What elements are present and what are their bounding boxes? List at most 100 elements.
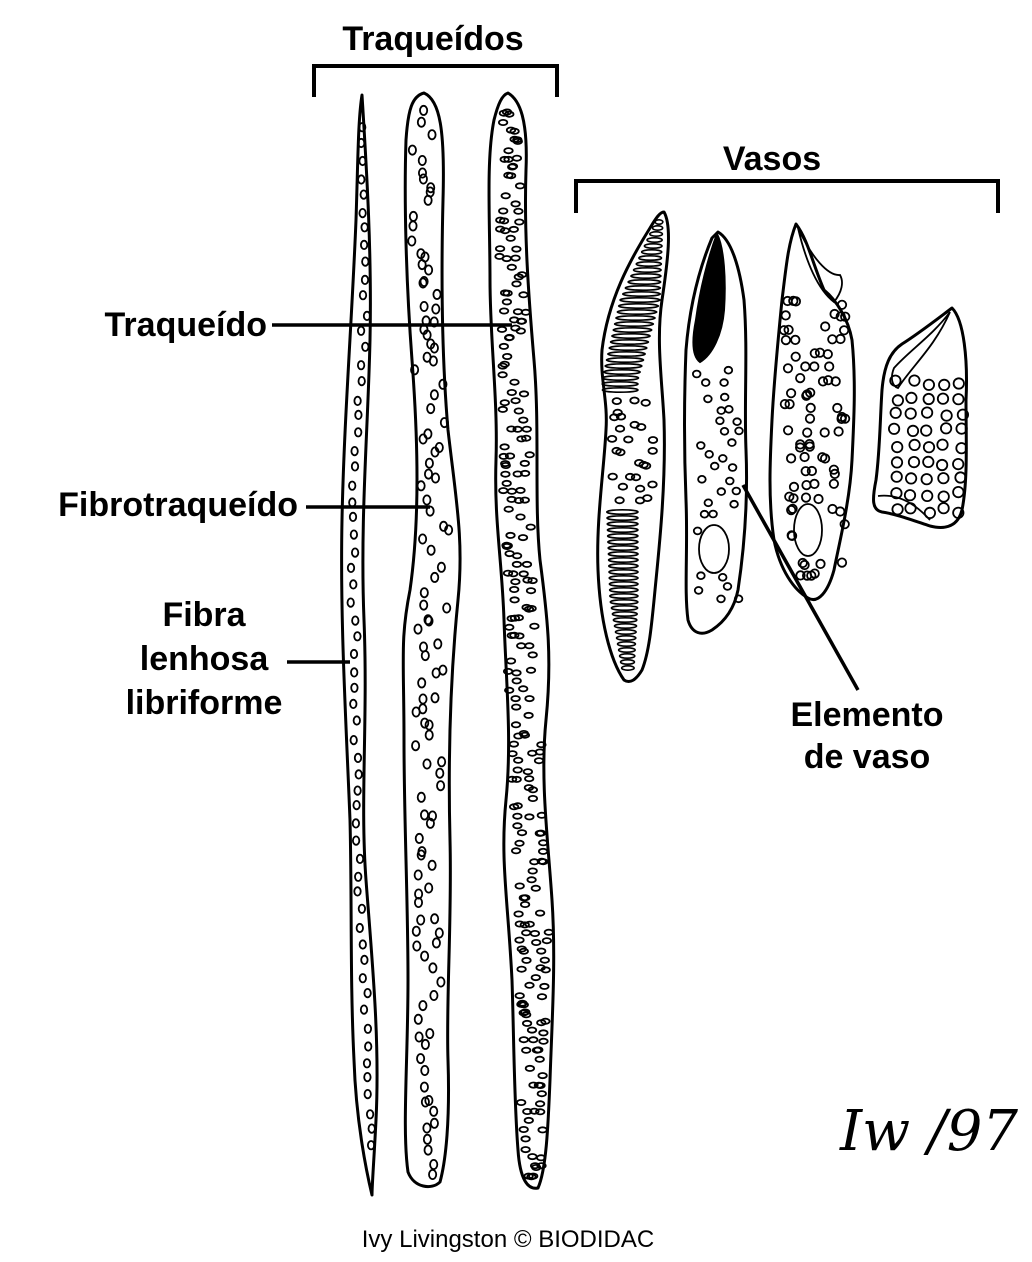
pit-mark xyxy=(436,561,446,573)
pit-mark xyxy=(723,365,734,375)
fibrotracheid-pits xyxy=(407,104,454,1181)
pit-mark xyxy=(432,288,442,300)
pit-mark xyxy=(646,237,663,244)
pit-mark xyxy=(608,586,639,593)
pit-mark xyxy=(890,456,904,469)
pit-mark xyxy=(518,390,530,398)
pit-mark xyxy=(634,496,646,505)
pit-mark xyxy=(508,225,519,233)
pit-mark xyxy=(535,1154,547,1162)
pit-mark xyxy=(420,1065,430,1077)
pit-mark xyxy=(533,757,545,765)
libriform-fiber-cell xyxy=(340,93,379,1197)
pit-mark xyxy=(518,1036,529,1044)
pit-mark xyxy=(512,812,523,820)
pit-mark xyxy=(806,570,817,581)
pit-mark xyxy=(536,741,547,749)
pit-mark xyxy=(635,260,663,267)
pit-mark xyxy=(350,461,360,472)
pit-mark xyxy=(782,363,794,374)
pit-mark xyxy=(606,514,639,521)
pit-mark xyxy=(801,570,813,581)
pit-mark xyxy=(358,973,367,984)
pit-mark xyxy=(515,327,526,335)
pit-mark xyxy=(503,334,515,342)
pit-mark xyxy=(616,640,637,647)
pit-mark xyxy=(523,711,534,719)
pit-mark xyxy=(420,717,430,729)
pit-mark xyxy=(955,442,968,455)
pit-mark xyxy=(908,374,921,387)
pit-mark xyxy=(529,1107,540,1115)
tracheid-pits xyxy=(494,108,554,1181)
pit-mark xyxy=(937,490,950,503)
pit-mark xyxy=(520,1146,531,1154)
pit-mark xyxy=(364,1041,373,1052)
pit-mark xyxy=(614,424,626,433)
pit-mark xyxy=(891,394,905,407)
pit-mark xyxy=(349,529,358,540)
pit-mark xyxy=(353,631,362,642)
pit-mark xyxy=(904,472,918,485)
pit-mark xyxy=(529,622,540,630)
pit-mark xyxy=(827,503,838,515)
pit-mark xyxy=(601,374,640,381)
pit-mark xyxy=(611,446,622,455)
pit-mark xyxy=(612,326,653,333)
pit-mark xyxy=(526,605,537,613)
pit-mark xyxy=(719,378,729,387)
pit-mark xyxy=(800,466,811,477)
pit-mark xyxy=(606,508,639,515)
pit-mark xyxy=(800,492,812,503)
pit-mark xyxy=(609,598,639,605)
pit-mark xyxy=(733,594,744,604)
pit-mark xyxy=(425,1028,435,1040)
pit-mark xyxy=(360,222,369,233)
pit-mark xyxy=(363,987,372,999)
pit-mark xyxy=(355,922,364,934)
pit-mark xyxy=(506,425,517,433)
pit-mark xyxy=(836,557,848,568)
pit-mark xyxy=(367,1123,376,1134)
pit-mark xyxy=(524,642,535,650)
pit-mark xyxy=(520,1135,531,1143)
pit-mark xyxy=(785,453,797,464)
pit-mark xyxy=(348,511,358,523)
pit-mark xyxy=(524,775,535,783)
pit-mark xyxy=(609,338,650,345)
pit-mark xyxy=(510,254,521,262)
pit-mark xyxy=(413,623,423,635)
pit-mark xyxy=(420,650,430,662)
pit-mark xyxy=(431,937,441,949)
pit-mark xyxy=(518,416,529,424)
pit-mark xyxy=(416,1053,426,1065)
pit-mark xyxy=(538,839,549,847)
pit-mark xyxy=(526,1026,538,1034)
pit-mark xyxy=(538,1037,549,1045)
pit-mark xyxy=(417,167,427,179)
pit-mark xyxy=(518,947,529,955)
pit-mark xyxy=(523,1116,534,1124)
pit-mark xyxy=(612,616,638,623)
pit-mark xyxy=(527,577,538,585)
pit-mark xyxy=(511,245,522,253)
pit-mark xyxy=(623,435,634,444)
pit-mark xyxy=(779,398,791,410)
pit-mark xyxy=(530,974,541,982)
pit-mark xyxy=(412,940,422,952)
pit-mark xyxy=(413,1013,423,1025)
pit-mark xyxy=(543,928,554,936)
pit-mark xyxy=(640,398,651,407)
pit-mark xyxy=(511,775,522,783)
pit-mark xyxy=(362,1058,372,1069)
pit-mark xyxy=(437,756,447,768)
pit-mark xyxy=(615,314,656,321)
pit-mark xyxy=(352,799,361,811)
pit-mark xyxy=(424,719,434,731)
pit-mark xyxy=(521,434,532,442)
pit-mark xyxy=(430,571,440,583)
pit-mark xyxy=(426,544,436,556)
pit-mark xyxy=(353,886,362,897)
vessel-element-label-line-2: de vaso xyxy=(804,738,931,776)
pit-mark xyxy=(351,615,360,626)
